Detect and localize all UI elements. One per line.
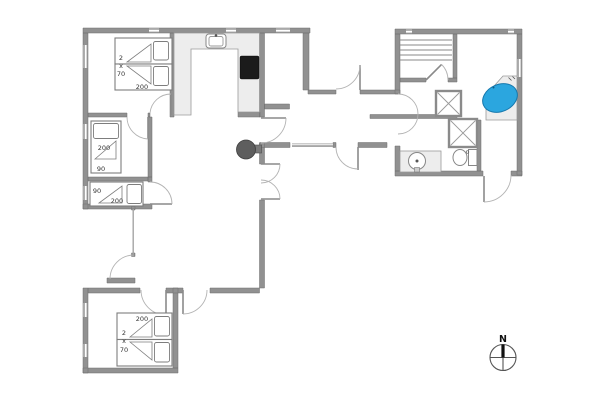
room-labels: 2 x 70 200 200 90 90 200 200 2 x 70 bbox=[93, 54, 148, 354]
duvet-fold bbox=[97, 185, 123, 204]
window bbox=[83, 186, 88, 200]
shower-cabin bbox=[447, 117, 479, 149]
times-label: x bbox=[119, 62, 123, 70]
kitchen-counter bbox=[173, 32, 260, 116]
hot-tub-jet bbox=[492, 86, 495, 89]
bed-single-west-lower bbox=[89, 181, 144, 207]
compass-needle bbox=[501, 344, 505, 358]
shower-cabin bbox=[434, 89, 463, 118]
times-label: x bbox=[122, 337, 126, 345]
bed-double-south bbox=[116, 312, 173, 367]
door-swing bbox=[140, 289, 167, 316]
bed-width-label: 70 bbox=[117, 70, 125, 78]
door-swing bbox=[149, 93, 172, 115]
window bbox=[517, 59, 522, 77]
door-swing bbox=[397, 93, 419, 135]
bed-width-label: 90 bbox=[97, 165, 105, 173]
sauna-door-swing bbox=[425, 63, 449, 81]
duvet-fold bbox=[128, 341, 153, 361]
bed-pillow bbox=[154, 342, 170, 363]
duvet-fold bbox=[125, 43, 152, 63]
washbasin bbox=[399, 150, 442, 173]
wood-stove-icon bbox=[236, 139, 262, 160]
door-swing bbox=[149, 181, 173, 205]
double-door-swing bbox=[260, 163, 281, 200]
bed-length-label: 200 bbox=[111, 197, 123, 205]
duvet-fold bbox=[128, 318, 153, 338]
door-swing bbox=[335, 64, 361, 90]
door-swing bbox=[260, 117, 287, 144]
sauna-benches bbox=[400, 39, 452, 61]
door-swing bbox=[126, 116, 149, 140]
bed-pillow bbox=[154, 316, 170, 337]
door-swing bbox=[182, 289, 208, 315]
bed-count-label: 2 bbox=[122, 329, 126, 337]
window bbox=[149, 28, 159, 33]
duvet-fold bbox=[93, 140, 117, 160]
compass-icon: N bbox=[489, 334, 517, 372]
kitchen bbox=[173, 32, 260, 116]
bed-length-label: 200 bbox=[98, 144, 110, 152]
bed-single-west-upper bbox=[90, 120, 122, 174]
doors bbox=[109, 63, 512, 316]
kitchen-sink-icon bbox=[205, 33, 227, 49]
hot-tub-tap-icon bbox=[508, 76, 516, 81]
bed-width-label: 70 bbox=[120, 346, 128, 354]
window bbox=[83, 344, 88, 357]
bed-pillow bbox=[153, 41, 169, 61]
window bbox=[508, 29, 514, 34]
bed-length-label: 200 bbox=[136, 315, 148, 323]
hot-tub-basin bbox=[482, 83, 518, 113]
window bbox=[276, 28, 290, 33]
door-swing bbox=[483, 174, 512, 203]
bed-pillow bbox=[93, 123, 119, 139]
bed-width-label: 90 bbox=[93, 187, 101, 195]
bed-length-label: 200 bbox=[136, 83, 148, 91]
toilet-icon bbox=[452, 149, 478, 166]
window bbox=[292, 143, 333, 147]
bed-double-nw bbox=[114, 37, 173, 91]
bed-count-label: 2 bbox=[119, 54, 123, 62]
window bbox=[406, 29, 412, 34]
bed-pillow bbox=[153, 66, 169, 86]
cooktop bbox=[239, 55, 260, 80]
windows bbox=[83, 28, 522, 357]
basin-tap-icon bbox=[414, 167, 420, 173]
north-label: N bbox=[499, 334, 507, 345]
window bbox=[83, 45, 88, 68]
door-swing bbox=[109, 254, 135, 280]
hot-tub bbox=[482, 75, 518, 121]
duvet-fold bbox=[125, 65, 152, 85]
window bbox=[226, 28, 236, 33]
door-swing bbox=[335, 146, 359, 170]
bed-pillow bbox=[126, 184, 142, 204]
window bbox=[83, 303, 88, 317]
window bbox=[83, 124, 88, 139]
